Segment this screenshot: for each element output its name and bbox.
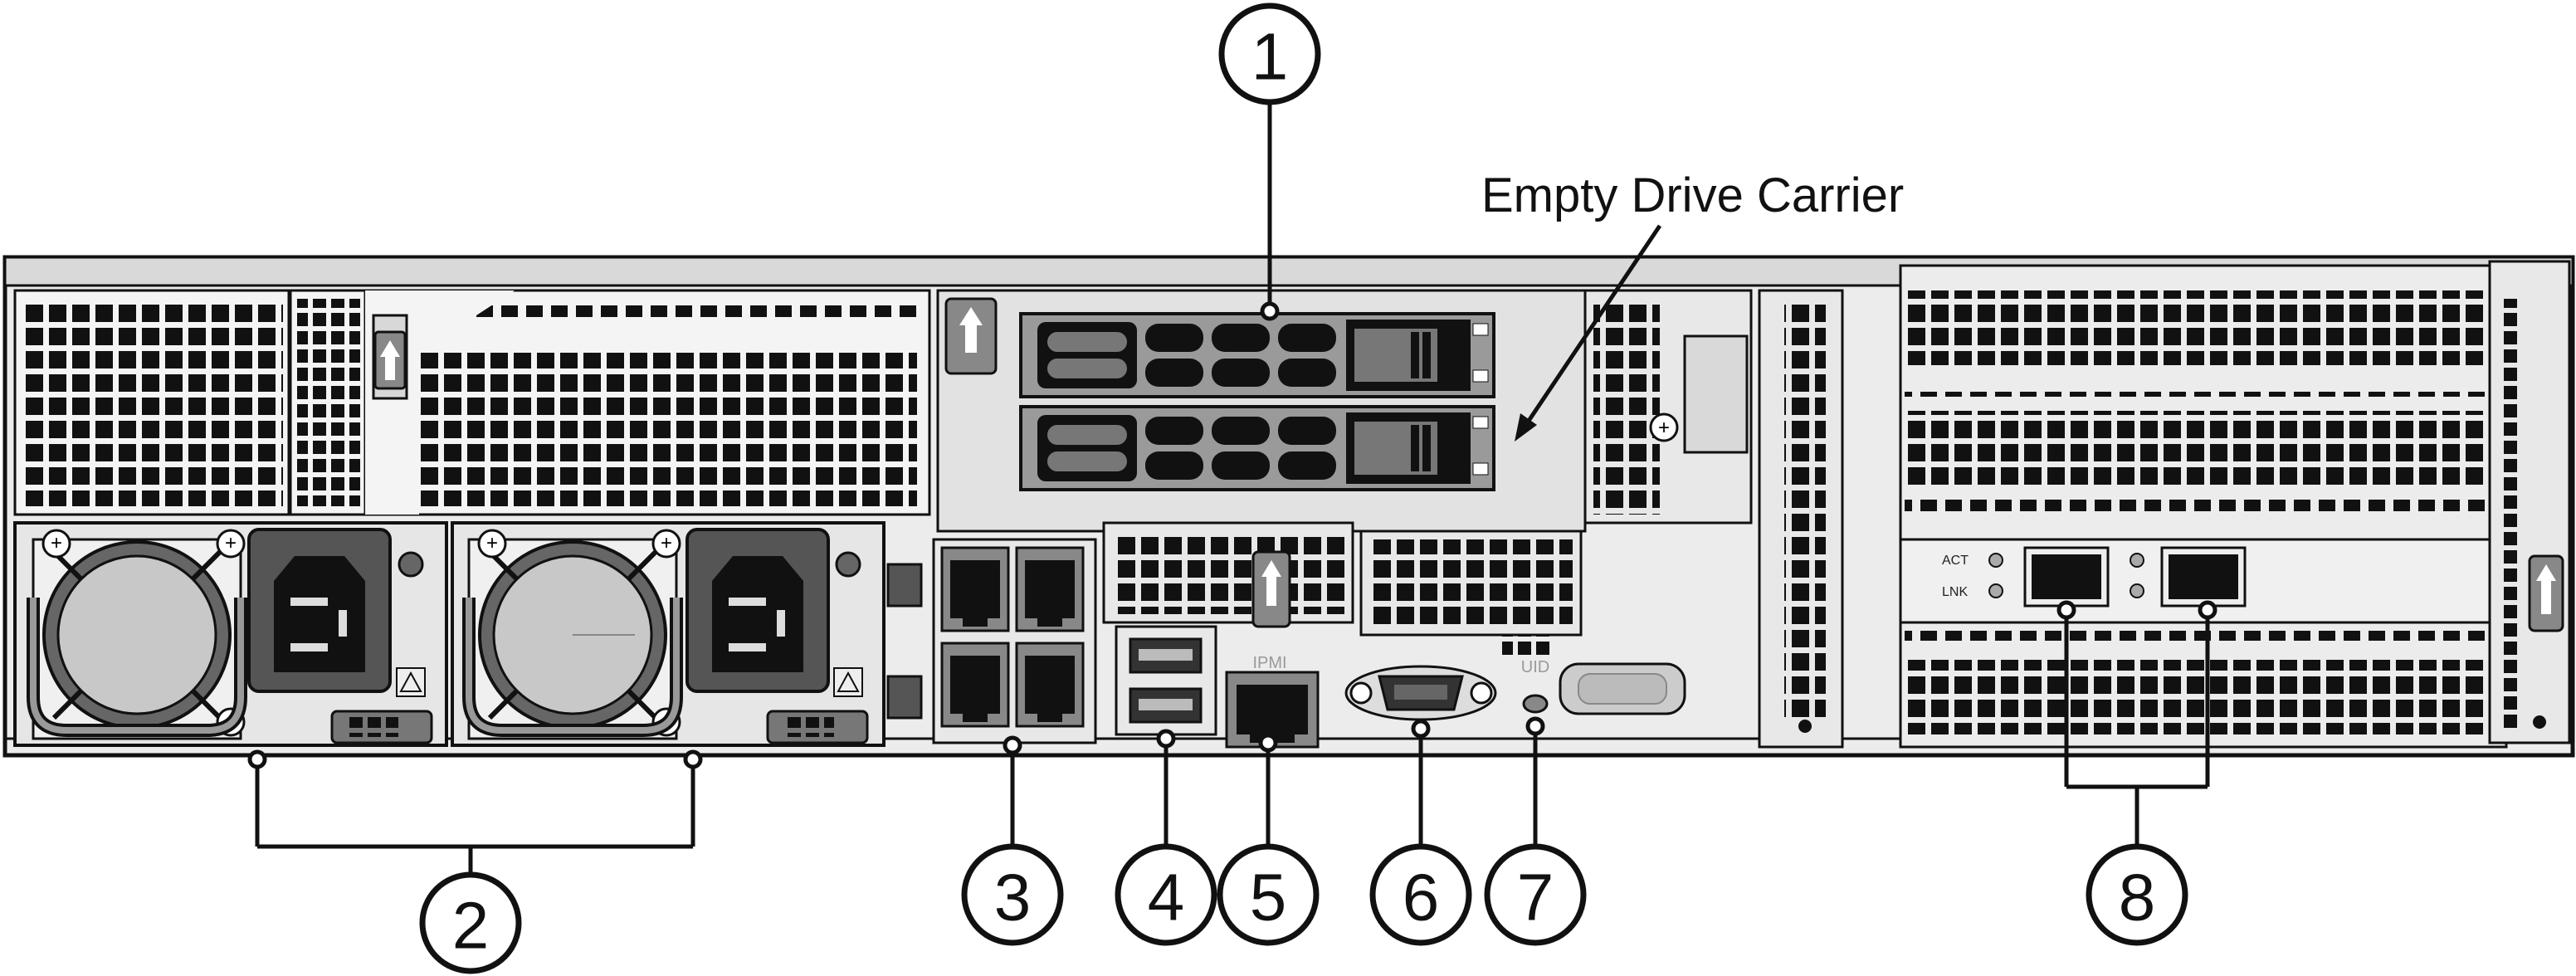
svg-text:+: + <box>1658 417 1670 439</box>
callout-4: 4 <box>1115 843 1217 946</box>
uid-button[interactable]: UID <box>1521 658 1549 714</box>
svg-text:+: + <box>486 532 498 554</box>
lan-port-4[interactable] <box>1015 642 1085 728</box>
svg-text:+: + <box>51 532 62 554</box>
callout-2-leader <box>247 749 703 876</box>
center-vent <box>1359 529 1583 660</box>
svg-text:3: 3 <box>994 861 1032 935</box>
psu-side-clip-upper <box>886 563 923 608</box>
svg-text:5: 5 <box>1250 861 1287 935</box>
svg-text:4: 4 <box>1148 861 1185 935</box>
sfp-port-1[interactable] <box>2023 546 2110 608</box>
usb-port-2[interactable] <box>1129 687 1203 724</box>
uid-label: UID <box>1521 658 1549 676</box>
psu-2-release-latch[interactable] <box>766 710 869 744</box>
svg-text:6: 6 <box>1403 861 1440 935</box>
left-ventilation-grille <box>13 289 931 516</box>
svg-text:+: + <box>661 532 672 554</box>
act-label: ACT <box>1942 554 1969 568</box>
usb-port-1[interactable] <box>1129 637 1203 674</box>
middle-io-vent <box>1102 521 1354 628</box>
drive-carrier-1[interactable] <box>1019 312 1495 398</box>
psu-side-clip-lower <box>886 675 923 720</box>
lnk-led <box>1988 583 2003 598</box>
psu-1-fan: + + + <box>32 529 246 740</box>
lan-port-3[interactable] <box>940 642 1010 728</box>
psu-2-power-inlet[interactable] <box>685 528 830 693</box>
empty-drive-carrier-arrow <box>1525 224 1662 425</box>
act-led <box>1988 553 2003 568</box>
psu-1-power-inlet[interactable] <box>247 528 392 693</box>
callout-5: 5 <box>1217 843 1320 946</box>
vga-port[interactable] <box>1559 662 1686 715</box>
callout-6: 6 <box>1369 843 1472 946</box>
svg-text:+: + <box>225 532 237 554</box>
callout-1-anchor <box>1260 301 1280 321</box>
callout-1: 1 <box>1218 2 1321 105</box>
pcie-expansion-slots <box>1899 264 2508 749</box>
callout-8: 8 <box>2086 843 2188 946</box>
psu-2-fan: + + + <box>467 529 681 740</box>
psu-1-status-led <box>398 551 424 578</box>
psu-1-release-latch[interactable] <box>330 710 433 744</box>
svg-text:2: 2 <box>452 889 490 963</box>
serial-com-port[interactable] <box>1344 665 1497 721</box>
lift-tab-left[interactable] <box>373 330 407 390</box>
ipmi-label: IPMI <box>1252 654 1286 672</box>
usb-ports <box>1115 625 1217 736</box>
psu-1-handle[interactable] <box>27 598 247 737</box>
callout-2: 2 <box>419 871 522 974</box>
arrowhead <box>1515 413 1537 442</box>
right-center-vent: + <box>1583 289 1844 749</box>
svg-text:1: 1 <box>1251 20 1289 94</box>
empty-drive-carrier-label: Empty Drive Carrier <box>1481 168 1904 222</box>
callout-8-leader <box>2056 600 2217 847</box>
sfp-port-2[interactable] <box>2160 546 2247 608</box>
network-card-sfp: ACT LNK <box>1899 538 2508 624</box>
lan-port-1[interactable] <box>940 546 1010 632</box>
far-right-bracket <box>2488 260 2571 744</box>
psu-1-warning-icon <box>396 667 426 697</box>
power-supply-1: + + + <box>13 521 448 747</box>
psu-2-handle[interactable] <box>462 598 683 737</box>
callout-3: 3 <box>961 843 1064 946</box>
lnk-label: LNK <box>1942 585 1968 599</box>
svg-text:7: 7 <box>1517 861 1554 935</box>
svg-text:8: 8 <box>2119 861 2156 935</box>
psu-2-warning-icon <box>833 667 863 697</box>
drive-carrier-2-empty[interactable] <box>1019 405 1495 491</box>
lan-port-2[interactable] <box>1015 546 1085 632</box>
callout-7: 7 <box>1484 843 1587 946</box>
power-supply-2: + + + <box>451 521 886 747</box>
psu-2-status-led <box>835 551 861 578</box>
rj45-lan-ports <box>932 538 1097 744</box>
